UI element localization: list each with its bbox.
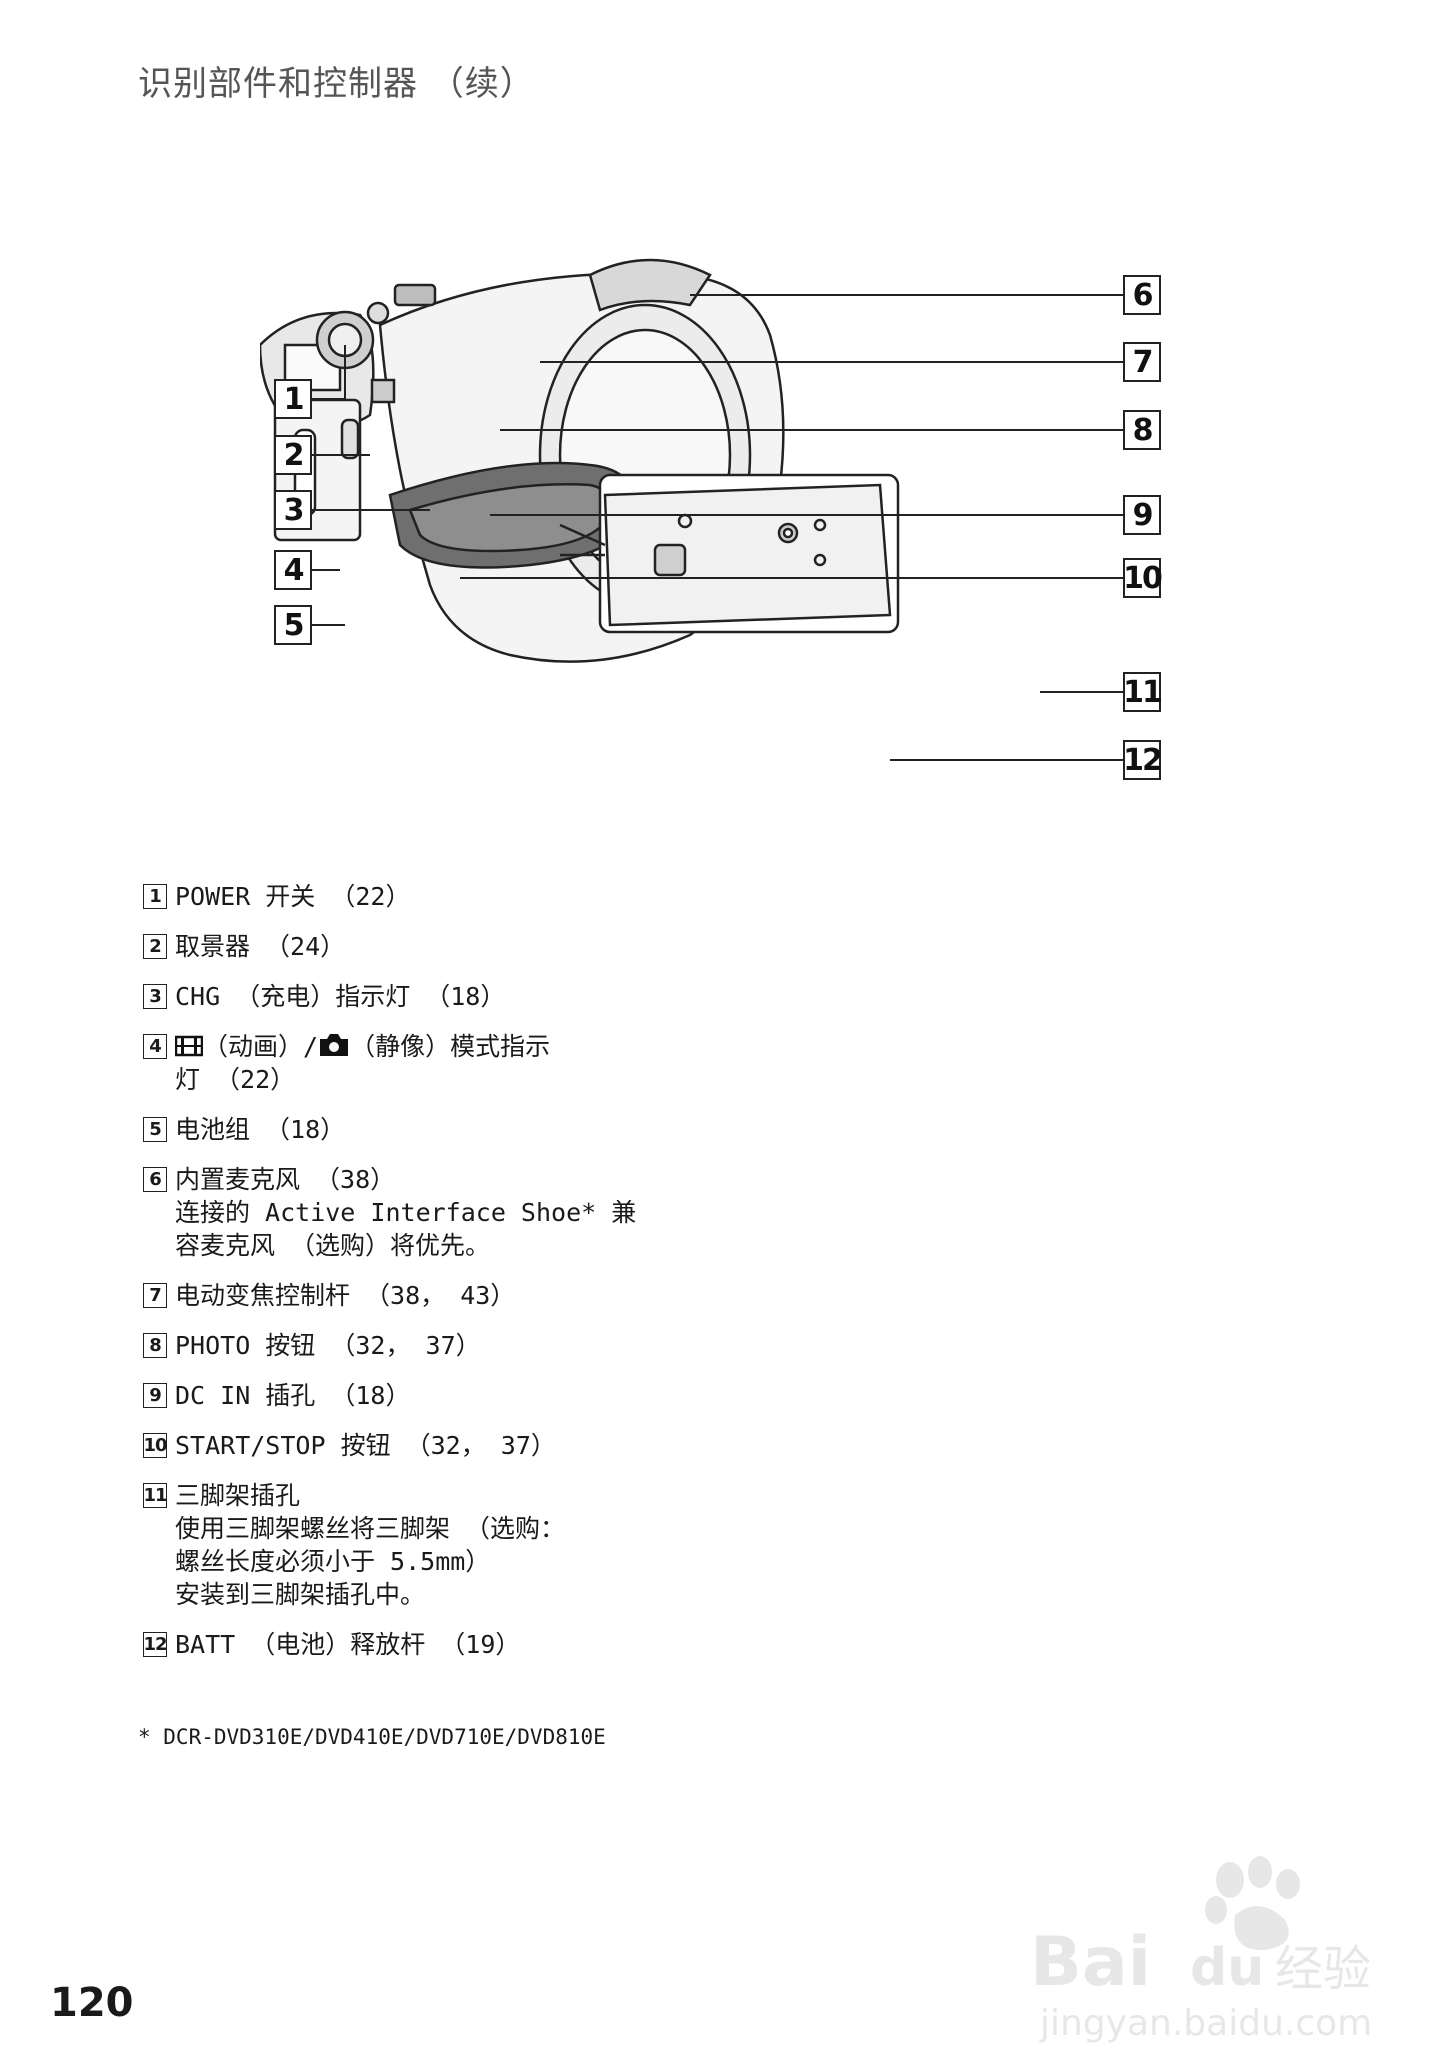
item-text: 安装到三脚架插孔中。	[175, 1580, 426, 1609]
callout-8: 8	[1123, 410, 1161, 450]
callout-7: 7	[1123, 342, 1161, 382]
baidu-watermark-logo: Bai du 经验 jingyan.baidu.com	[1030, 1856, 1372, 2044]
list-item: 3 CHG （充电）指示灯 （18）	[143, 980, 703, 1013]
item-text: START/STOP 按钮 （32， 37）	[175, 1431, 556, 1460]
callout-6: 6	[1123, 275, 1161, 315]
parts-list: 1 POWER 开关 （22） 2 取景器 （24） 3 CHG （充电）指示灯…	[143, 880, 703, 1678]
item-text: 取景器 （24）	[175, 932, 346, 961]
list-item: 1 POWER 开关 （22）	[143, 880, 703, 913]
list-item: 9 DC IN 插孔 （18）	[143, 1379, 703, 1412]
callout-4: 4	[274, 550, 312, 590]
camera-icon	[320, 1034, 349, 1056]
item-number-box: 7	[143, 1283, 167, 1308]
item-text: 使用三脚架螺丝将三脚架 （选购：	[175, 1514, 566, 1543]
list-item: 2 取景器 （24）	[143, 930, 703, 963]
page-title: 识别部件和控制器 （续）	[138, 64, 535, 104]
item-number-box: 5	[143, 1117, 167, 1142]
item-text: 内置麦克风 （38）	[175, 1165, 396, 1194]
list-item: 6 内置麦克风 （38） 连接的 Active Interface Shoe* …	[143, 1163, 703, 1262]
list-item: 8 PHOTO 按钮 （32， 37）	[143, 1329, 703, 1362]
item-text: 连接的 Active Interface Shoe* 兼	[175, 1198, 637, 1227]
item-number-box: 2	[143, 934, 167, 959]
list-item: 4 （动画）/ （静像）模式指示 灯 （22）	[143, 1030, 703, 1096]
item-number-box: 3	[143, 984, 167, 1009]
list-item: 7 电动变焦控制杆 （38， 43）	[143, 1279, 703, 1312]
callout-9: 9	[1123, 495, 1161, 535]
svg-text:du: du	[1190, 1938, 1264, 1998]
item-text: 电动变焦控制杆 （38， 43）	[175, 1281, 516, 1310]
item-number-box: 12	[143, 1632, 168, 1657]
item-text: 灯 （22）	[175, 1065, 296, 1094]
item-text: PHOTO 按钮 （32， 37）	[175, 1331, 481, 1360]
item-number-box: 11	[143, 1483, 168, 1508]
list-item: 10 START/STOP 按钮 （32， 37）	[143, 1429, 703, 1462]
list-item: 5 电池组 （18）	[143, 1113, 703, 1146]
callout-3: 3	[274, 490, 312, 530]
callout-5: 5	[274, 605, 312, 645]
item-text: BATT （电池）释放杆 （19）	[175, 1630, 521, 1659]
movie-mode-icon	[175, 1035, 203, 1057]
list-item: 11 三脚架插孔 使用三脚架螺丝将三脚架 （选购： 螺丝长度必须小于 5.5mm…	[143, 1479, 703, 1611]
item-text: （动画）/	[203, 1032, 319, 1061]
list-item: 12 BATT （电池）释放杆 （19）	[143, 1628, 703, 1661]
item-number-box: 4	[143, 1034, 167, 1059]
item-text: CHG （充电）指示灯 （18）	[175, 982, 506, 1011]
item-text: 三脚架插孔	[175, 1481, 301, 1510]
item-text: DC IN 插孔 （18）	[175, 1381, 411, 1410]
item-number-box: 1	[143, 884, 167, 909]
callout-12: 12	[1123, 740, 1163, 780]
svg-text:经验: 经验	[1275, 1941, 1371, 1997]
item-number-box: 9	[143, 1383, 167, 1408]
item-text: 螺丝长度必须小于 5.5mm）	[175, 1547, 491, 1576]
callout-11: 11	[1123, 672, 1163, 712]
item-number-box: 6	[143, 1167, 167, 1192]
callout-10: 10	[1123, 558, 1163, 598]
item-number-box: 8	[143, 1333, 167, 1358]
page-number: 120	[50, 1980, 134, 2026]
item-number-box: 10	[143, 1433, 168, 1458]
svg-text:Bai: Bai	[1030, 1923, 1151, 2002]
footnote: * DCR-DVD310E/DVD410E/DVD710E/DVD810E	[138, 1725, 606, 1749]
svg-text:jingyan.baidu.com: jingyan.baidu.com	[1039, 2003, 1372, 2044]
item-text: 电池组 （18）	[175, 1115, 346, 1144]
item-text: 容麦克风 （选购）将优先。	[175, 1231, 491, 1260]
camcorder-illustration	[260, 258, 900, 663]
callout-1: 1	[274, 379, 312, 419]
callout-2: 2	[274, 435, 312, 475]
item-text: （静像）模式指示	[350, 1032, 551, 1061]
item-text: POWER 开关 （22）	[175, 882, 411, 911]
